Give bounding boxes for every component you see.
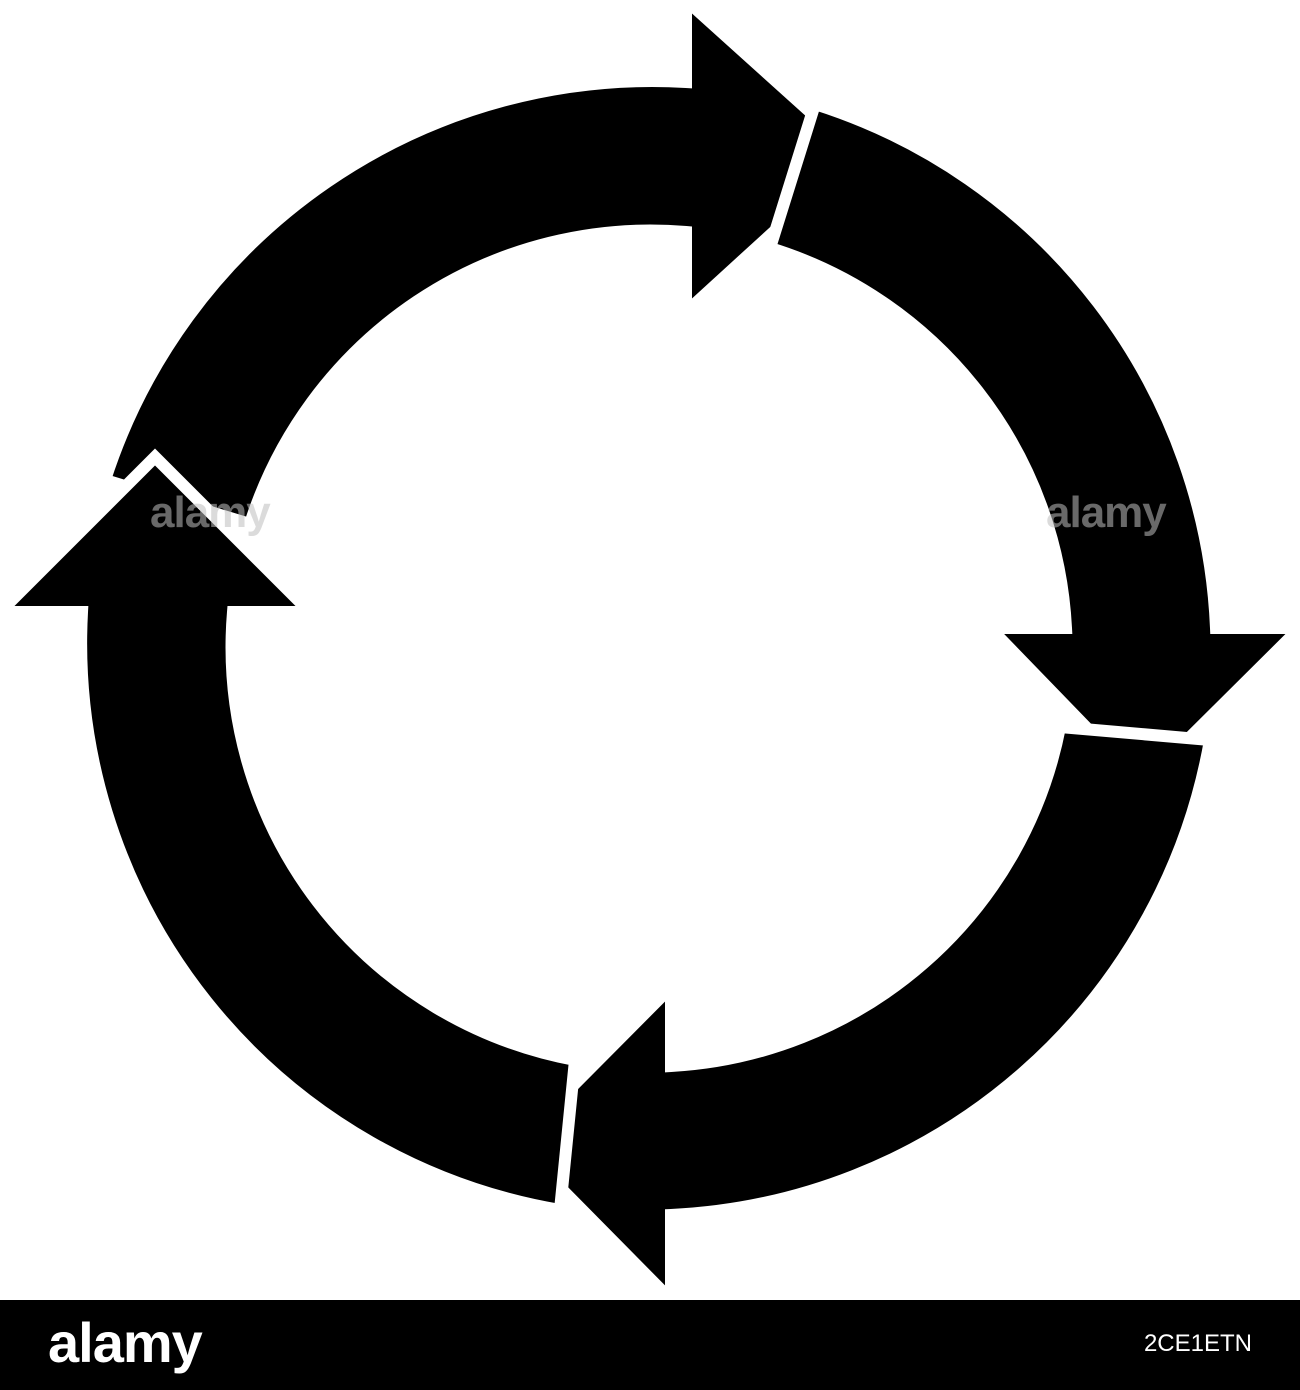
image-id-label: 2CE1ETN — [1143, 1330, 1252, 1357]
watermark-right: alamy — [1046, 488, 1167, 537]
left-arrow-icon — [0, 448, 582, 1217]
footer-logo: alamy — [48, 1311, 203, 1374]
bottom-arrow-icon — [507, 720, 1218, 1300]
top-arrow-icon — [97, 0, 867, 532]
cycle-arrows-icon — [0, 0, 1300, 1300]
watermark-left: alamy — [150, 488, 271, 537]
right-arrow-icon — [762, 96, 1300, 794]
footer-bar: alamy 2CE1ETN — [0, 1300, 1300, 1390]
